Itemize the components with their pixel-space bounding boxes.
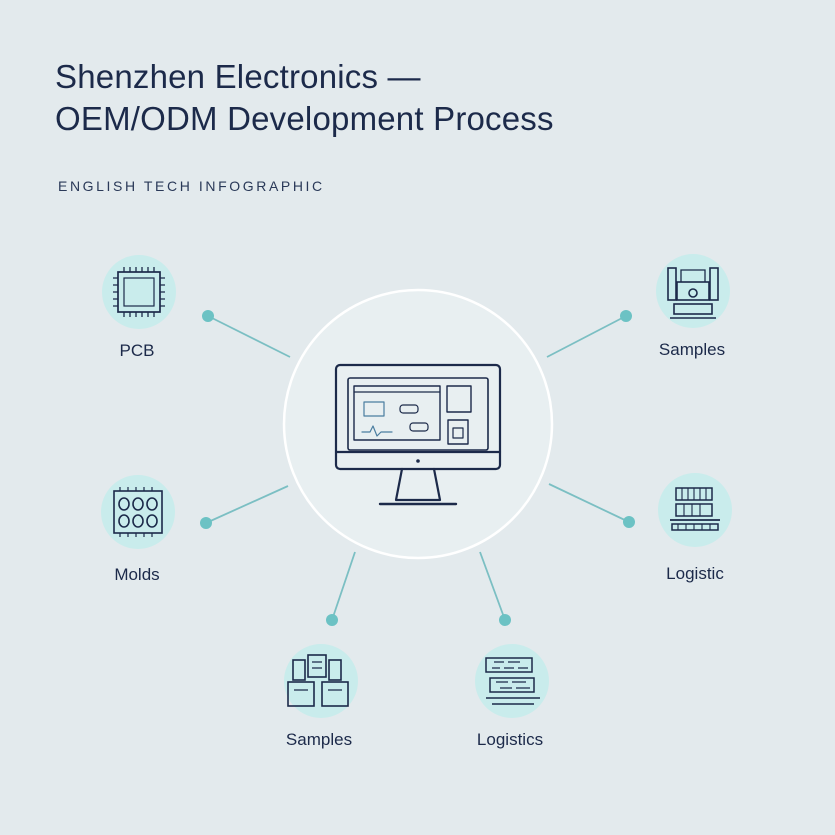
node-bg bbox=[658, 473, 732, 547]
connector-logistic bbox=[548, 483, 630, 523]
node-samples-bottom: Samples bbox=[284, 644, 358, 749]
node-bg bbox=[101, 475, 175, 549]
connector-samples-top bbox=[546, 315, 627, 358]
connector-samples-bottom bbox=[331, 551, 356, 621]
connectors bbox=[205, 315, 630, 621]
node-bg bbox=[284, 644, 358, 718]
mold-cavity-icon bbox=[113, 487, 163, 537]
shelves-icon bbox=[485, 657, 540, 705]
node-bg bbox=[656, 254, 730, 328]
factory-icon bbox=[667, 267, 719, 319]
dot-molds bbox=[200, 517, 212, 529]
monitor-icon bbox=[334, 363, 502, 506]
title-line-1: Shenzhen Electronics — bbox=[55, 58, 421, 95]
dot-samples-bottom bbox=[326, 614, 338, 626]
node-bg bbox=[102, 255, 176, 329]
connector-dots bbox=[200, 310, 635, 626]
title-line-2: OEM/ODM Development Process bbox=[55, 100, 554, 137]
subtitle: ENGLISH TECH INFOGRAPHIC bbox=[58, 178, 325, 194]
node-label: Samples bbox=[659, 340, 725, 359]
center-ring bbox=[282, 288, 554, 560]
node-samples-top: Samples bbox=[656, 254, 730, 359]
node-logistics: Logistics bbox=[475, 644, 549, 749]
node-pcb: PCB bbox=[102, 255, 176, 360]
dot-logistic bbox=[623, 516, 635, 528]
node-bg bbox=[475, 644, 549, 718]
dot-logistics bbox=[499, 614, 511, 626]
node-label: Samples bbox=[286, 730, 352, 749]
node-label: Molds bbox=[114, 565, 159, 584]
center-hub bbox=[282, 288, 554, 560]
connector-molds bbox=[205, 485, 289, 524]
rack-icon bbox=[670, 487, 720, 531]
dot-samples-top bbox=[620, 310, 632, 322]
node-label: Logistics bbox=[477, 730, 543, 749]
dot-pcb bbox=[202, 310, 214, 322]
node-label: PCB bbox=[120, 341, 155, 360]
connector-pcb bbox=[207, 315, 291, 358]
node-label: Logistic bbox=[666, 564, 724, 583]
connector-logistics bbox=[479, 551, 506, 621]
boxes-icon bbox=[287, 654, 349, 707]
node-logistic: Logistic bbox=[658, 473, 732, 583]
pcb-chip-icon bbox=[113, 267, 165, 317]
page-title: Shenzhen Electronics — OEM/ODM Developme… bbox=[55, 56, 554, 140]
node-molds: Molds bbox=[101, 475, 175, 584]
